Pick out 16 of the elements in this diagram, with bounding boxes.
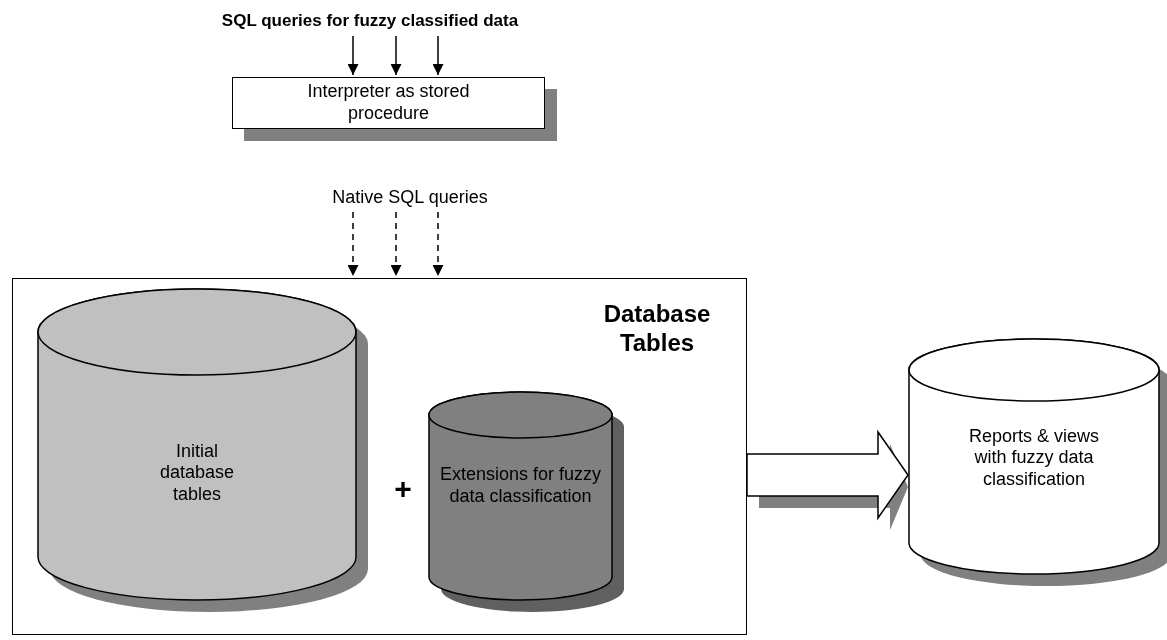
box-text: Interpreter as stored procedure — [306, 80, 471, 125]
arrow — [347, 211, 359, 277]
arrow — [347, 35, 359, 76]
cylinder-label: Initial database tables — [158, 439, 236, 506]
block-arrow — [746, 429, 909, 530]
flow-label: SQL queries for fuzzy classified data — [190, 8, 550, 34]
cylinder-label: Reports & views with fuzzy data classification — [967, 424, 1100, 491]
cylinder-label: Extensions for fuzzy data classification — [438, 463, 603, 508]
arrow — [432, 35, 444, 76]
container-panel — [12, 278, 747, 635]
arrow — [390, 35, 402, 76]
flow-label: Native SQL queries — [300, 184, 520, 210]
arrow — [390, 211, 402, 277]
plus-sign: + — [393, 471, 413, 507]
panel-title: Database Tables — [602, 299, 712, 358]
arrow — [432, 211, 444, 277]
